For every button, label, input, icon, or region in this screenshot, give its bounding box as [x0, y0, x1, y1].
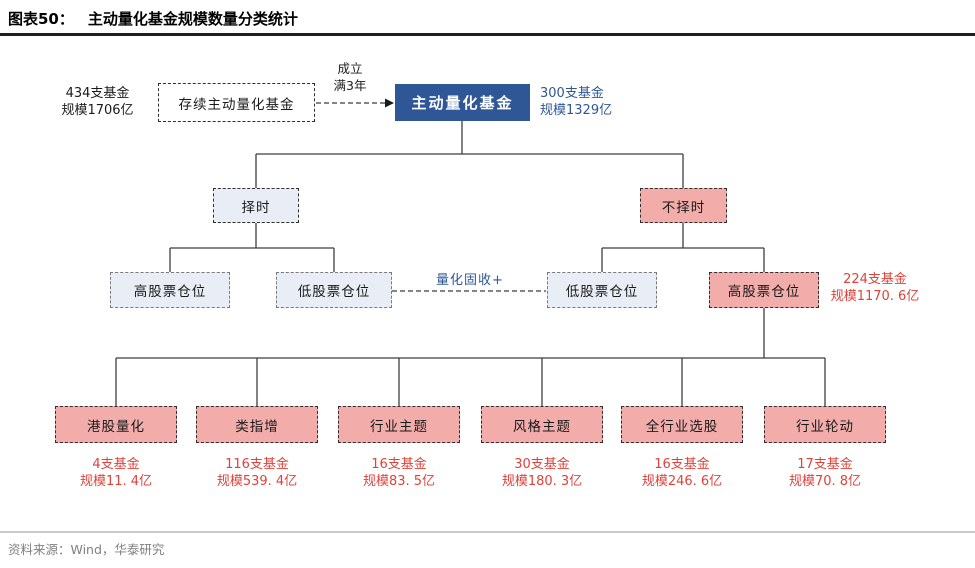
title-rule [0, 33, 975, 36]
leaf-scale: 规模539. 4亿 [216, 474, 298, 489]
node-leaf-hk-quant: 港股量化 [55, 406, 177, 443]
leaf-count: 17支基金 [797, 457, 853, 472]
leaf-scale: 规模11. 4亿 [79, 474, 153, 489]
node-timing: 择时 [213, 188, 299, 223]
leaf-annotation-industry-theme: 16支基金 规模83. 5亿 [324, 456, 474, 490]
leaf-annotation-style-theme: 30支基金 规模180. 3亿 [467, 456, 617, 490]
leaf-count: 16支基金 [371, 457, 427, 472]
source-rule [0, 531, 975, 533]
nt-high-scale: 规模1170. 6亿 [830, 289, 920, 304]
node-no-timing-low-position: 低股票仓位 [547, 272, 657, 308]
existing-funds-scale: 规模1706亿 [61, 103, 134, 118]
leaf-annotation-quasi-index: 116支基金 规模539. 4亿 [182, 456, 332, 490]
arrow-label: 成立 满3年 [323, 60, 377, 94]
leaf-annotation-industry-rotation: 17支基金 规模70. 8亿 [750, 456, 900, 490]
leaf-count: 30支基金 [514, 457, 570, 472]
arrow-label-line1: 成立 [337, 61, 363, 76]
node-timing-low-position: 低股票仓位 [276, 272, 392, 308]
figure-caption: 图表50： 主动量化基金规模数量分类统计 [8, 8, 298, 29]
leaf-scale: 规模83. 5亿 [362, 474, 436, 489]
source-text: 资料来源：Wind，华泰研究 [8, 542, 165, 557]
leaf-count: 4支基金 [92, 457, 140, 472]
node-no-timing: 不择时 [640, 188, 727, 223]
node-no-timing-high-position: 高股票仓位 [709, 272, 819, 308]
nt-high-count: 224支基金 [843, 272, 907, 287]
root-count: 300支基金 [540, 86, 604, 101]
annotation-existing-funds: 434支基金 规模1706亿 [45, 85, 150, 119]
node-leaf-industry-theme: 行业主题 [338, 406, 460, 443]
existing-funds-count: 434支基金 [65, 86, 130, 101]
leaf-scale: 规模180. 3亿 [501, 474, 583, 489]
leaf-scale: 规模246. 6亿 [641, 474, 723, 489]
node-leaf-quasi-index: 类指增 [196, 406, 318, 443]
node-existing-funds: 存续主动量化基金 [158, 83, 315, 122]
node-timing-high-position: 高股票仓位 [110, 272, 230, 308]
figure-title: 主动量化基金规模数量分类统计 [87, 10, 298, 28]
node-leaf-industry-rotation: 行业轮动 [764, 406, 886, 443]
node-leaf-all-industry: 全行业选股 [621, 406, 743, 443]
node-active-quant-fund: 主动量化基金 [395, 84, 530, 121]
leaf-scale: 规模70. 8亿 [788, 474, 862, 489]
node-leaf-style-theme: 风格主题 [481, 406, 603, 443]
annotation-nt-high: 224支基金 规模1170. 6亿 [815, 271, 935, 305]
leaf-count: 16支基金 [654, 457, 710, 472]
arrowhead-icon [385, 98, 394, 108]
annotation-root: 300支基金 规模1329亿 [540, 85, 650, 119]
leaf-count: 116支基金 [225, 457, 289, 472]
link-label-quant-fixed-income: 量化固收+ [436, 273, 504, 288]
root-scale: 规模1329亿 [540, 103, 613, 118]
leaf-annotation-hk-quant: 4支基金 规模11. 4亿 [41, 456, 191, 490]
figure-number: 图表50： [8, 10, 74, 28]
arrow-label-line2: 满3年 [333, 78, 367, 93]
leaf-annotation-all-industry: 16支基金 规模246. 6亿 [607, 456, 757, 490]
